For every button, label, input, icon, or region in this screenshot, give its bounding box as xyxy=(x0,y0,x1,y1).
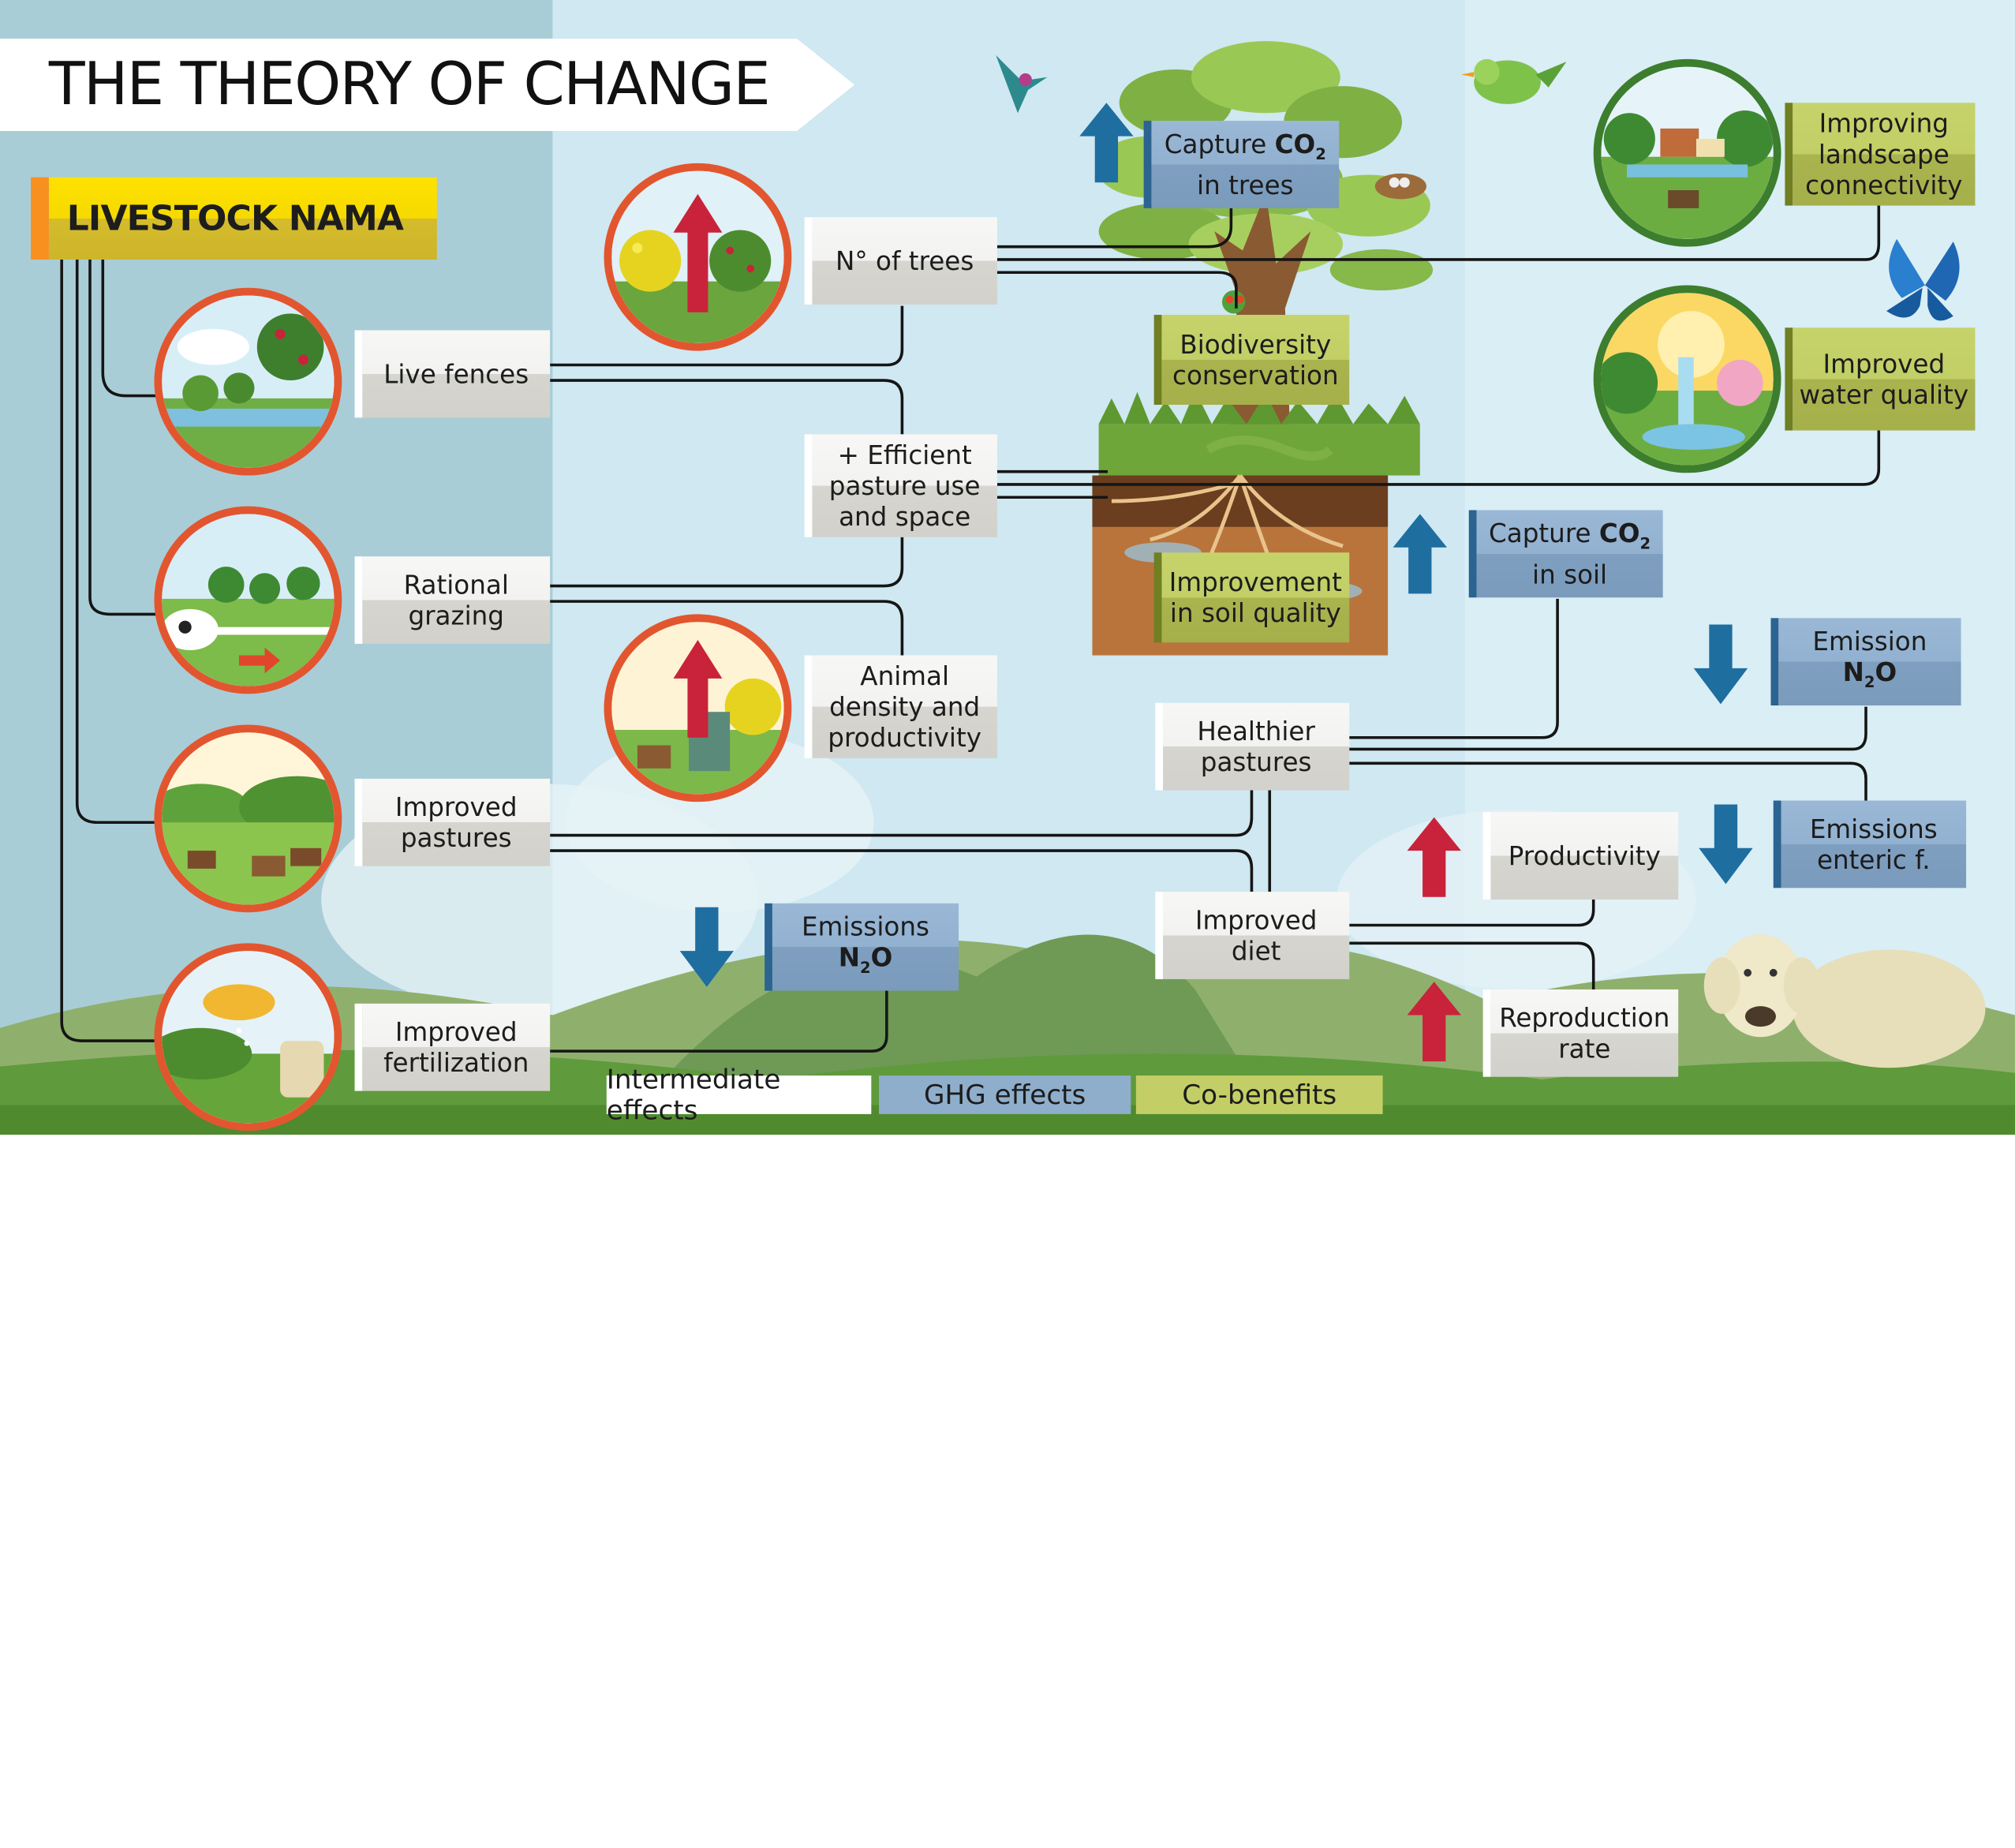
cattle-icon xyxy=(1703,933,1986,1068)
emissions-n2o-bottom-gas-a: N xyxy=(838,941,860,973)
capture-soil-sub: 2 xyxy=(1639,534,1651,553)
enteric-down-arrow xyxy=(1699,804,1753,885)
n2o-right-down-arrow xyxy=(1693,624,1748,705)
capture-soil-gas: CO xyxy=(1598,518,1640,549)
emissions-enteric-box: Emissions enteric f. xyxy=(1773,800,1967,888)
page-title: THE THEORY OF CHANGE xyxy=(48,48,771,118)
biodiversity-box: Biodiversity conservation xyxy=(1153,314,1350,405)
emission-n2o-right-label: Emission xyxy=(1812,626,1927,657)
rational-grazing-box: Rational grazing xyxy=(354,556,551,644)
emissions-n2o-bottom-box: Emissions N2O xyxy=(765,903,959,991)
capture-soil-prefix: Capture xyxy=(1489,518,1591,549)
capture-trees-suffix: in trees xyxy=(1197,169,1294,201)
emission-n2o-right-gas-b: O xyxy=(1875,657,1897,688)
legend-intermediate: Intermediate effects xyxy=(606,1064,872,1126)
trees-capture-up-arrow xyxy=(1079,103,1134,183)
live-fences-illustration xyxy=(154,287,342,476)
emission-n2o-right-gas-a: N xyxy=(1842,657,1864,688)
animal-density-illustration xyxy=(604,614,792,802)
capture-co2-soil-box: Capture CO2 in soil xyxy=(1468,510,1663,598)
water-quality-box: Improved water quality xyxy=(1785,327,1976,431)
capture-co2-trees-box: Capture CO2 in trees xyxy=(1143,121,1340,208)
landscape-connectivity-illustration xyxy=(1593,58,1781,247)
water-quality-illustration xyxy=(1593,285,1781,473)
live-fences-box: Live fences xyxy=(354,330,551,418)
capture-trees-sub: 2 xyxy=(1315,145,1326,163)
n2o-bottom-down-arrow xyxy=(679,907,735,987)
efficient-pasture-box: + Efficient pasture use and space xyxy=(804,434,997,537)
emissions-n2o-bottom-gas-b: O xyxy=(870,941,893,973)
title-banner xyxy=(0,38,855,132)
productivity-up-arrow xyxy=(1407,817,1461,897)
emissions-n2o-bottom-label: Emissions xyxy=(802,911,929,942)
soil-capture-up-arrow xyxy=(1393,514,1448,594)
improved-pastures-illustration xyxy=(154,724,342,913)
improved-fertilization-illustration xyxy=(154,943,342,1132)
improved-pastures-box: Improved pastures xyxy=(354,778,551,866)
reproduction-rate-box: Reproduction rate xyxy=(1482,989,1679,1077)
productivity-box: Productivity xyxy=(1482,812,1679,900)
capture-trees-prefix: Capture xyxy=(1164,128,1267,159)
connector-lines xyxy=(60,205,1881,1053)
emissions-n2o-bottom-sub: 2 xyxy=(859,958,871,977)
n-trees-box: N° of trees xyxy=(804,217,997,305)
reproduction-up-arrow xyxy=(1407,982,1461,1062)
tree-illustration xyxy=(1092,41,1434,656)
improved-fertilization-box: Improved fertilization xyxy=(354,1003,551,1091)
emission-n2o-right-sub: 2 xyxy=(1864,673,1875,692)
capture-soil-suffix: in soil xyxy=(1532,559,1608,590)
program-label: LIVESTOCK NAMA xyxy=(31,177,437,260)
emission-n2o-right-box: Emission N2O xyxy=(1770,618,1961,706)
trees-increase-illustration xyxy=(604,163,792,351)
hummingbird-icon xyxy=(996,55,1048,114)
rational-grazing-illustration xyxy=(154,506,342,694)
legend-cobenefits: Co-benefits xyxy=(1135,1076,1383,1114)
green-bird-icon xyxy=(1460,58,1567,104)
soil-quality-box: Improvement in soil quality xyxy=(1153,552,1350,643)
capture-trees-gas: CO xyxy=(1274,128,1316,159)
butterfly-icon xyxy=(1886,238,1960,321)
animal-density-box: Animal density and productivity xyxy=(804,655,997,758)
legend-ghg: GHG effects xyxy=(879,1076,1131,1114)
landscape-connectivity-box: Improving landscape connectivity xyxy=(1785,103,1976,206)
improved-diet-box: Improved diet xyxy=(1155,892,1350,979)
healthier-pastures-box: Healthier pastures xyxy=(1155,702,1350,791)
